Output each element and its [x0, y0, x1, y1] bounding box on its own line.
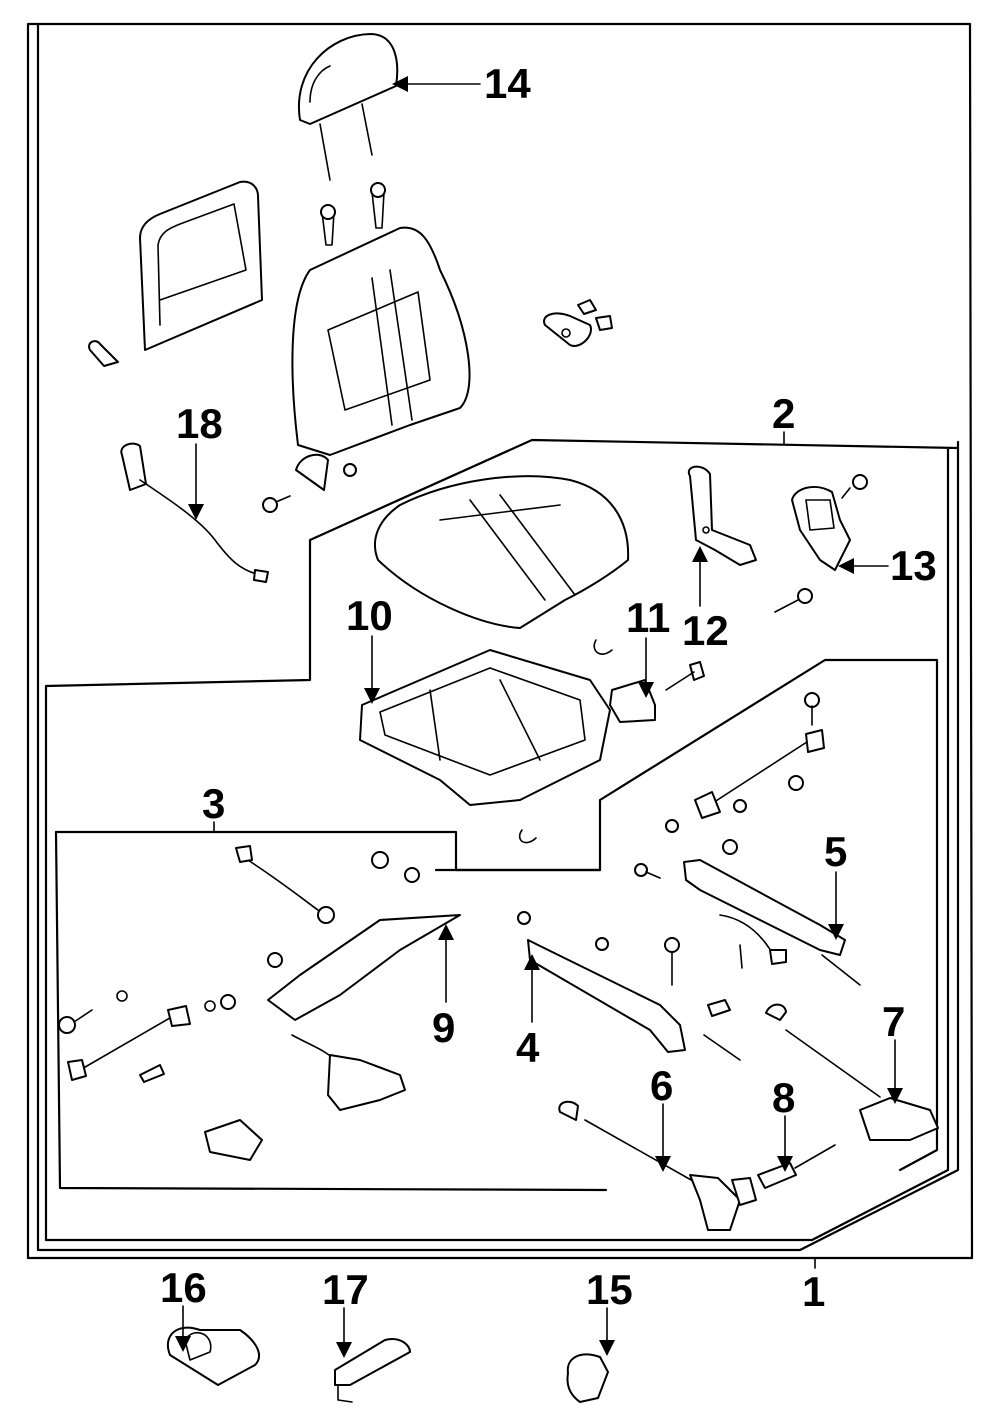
leader-12	[692, 546, 708, 607]
torsion-bar-part	[694, 692, 825, 819]
adjuster-motor-part	[558, 1100, 757, 1231]
callout-14: 14	[484, 60, 531, 107]
callout-11: 11	[626, 594, 670, 641]
leader-13	[838, 558, 889, 574]
lumbar-motor-part	[204, 1034, 406, 1161]
tie-rod-part	[58, 990, 236, 1083]
drive-cable-part	[757, 1144, 836, 1189]
callout-5: 5	[824, 828, 847, 875]
seat-back-panel-part	[139, 180, 263, 351]
callout-18: 18	[176, 400, 223, 447]
leader-18	[188, 443, 204, 520]
callout-6: 6	[650, 1062, 673, 1109]
adjuster-motor-rear-part	[765, 1003, 939, 1141]
callout-2: 2	[772, 390, 795, 437]
callout-13: 13	[890, 542, 937, 589]
group-box-3	[54, 830, 608, 1192]
group-box-1-inner	[36, 22, 960, 1252]
knob-part	[543, 299, 613, 347]
seat-back-hinge-part	[262, 453, 357, 513]
leader-14	[392, 76, 481, 92]
seat-back-part	[291, 226, 471, 456]
callout-9: 9	[432, 1004, 455, 1051]
headrest-guide-part	[320, 182, 386, 246]
height-adjuster-frame-part	[235, 845, 461, 1021]
leader-4	[524, 954, 540, 1023]
callout-16: 16	[160, 1264, 207, 1311]
u-clip-part	[518, 639, 613, 844]
group-box-2	[44, 438, 960, 1242]
headrest-part	[297, 33, 399, 181]
callout-3: 3	[202, 780, 225, 827]
knob-15-part	[566, 1353, 609, 1403]
track-left-part	[517, 911, 741, 1061]
clip-part	[88, 340, 119, 367]
leader-15	[599, 1307, 615, 1356]
group-box-1	[26, 22, 974, 1260]
leader-11	[638, 637, 654, 698]
callout-10: 10	[346, 592, 393, 639]
switch-part	[609, 661, 705, 723]
leader-17	[336, 1307, 352, 1358]
seat-cushion-part	[374, 475, 630, 629]
recliner-cover-part	[774, 474, 868, 613]
callout-15: 15	[586, 1266, 633, 1313]
leader-9	[438, 924, 454, 1003]
cover-16-part	[167, 1326, 260, 1386]
cushion-frame-part	[359, 649, 611, 806]
callout-4: 4	[516, 1024, 540, 1071]
leader-16	[175, 1305, 191, 1352]
leader-6	[655, 1103, 671, 1172]
cover-17-part	[334, 1338, 411, 1403]
callout-17: 17	[322, 1266, 369, 1313]
callout-12: 12	[682, 607, 729, 654]
leader-8	[777, 1115, 793, 1172]
track-right-part	[634, 819, 861, 986]
leader-5	[828, 871, 844, 940]
leader-10	[364, 635, 380, 704]
recliner-part	[687, 465, 757, 566]
leader-7	[887, 1039, 903, 1104]
callout-1: 1	[802, 1268, 825, 1315]
seat-belt-buckle-part	[120, 442, 269, 583]
callout-8: 8	[772, 1074, 795, 1121]
callout-7: 7	[882, 998, 905, 1045]
